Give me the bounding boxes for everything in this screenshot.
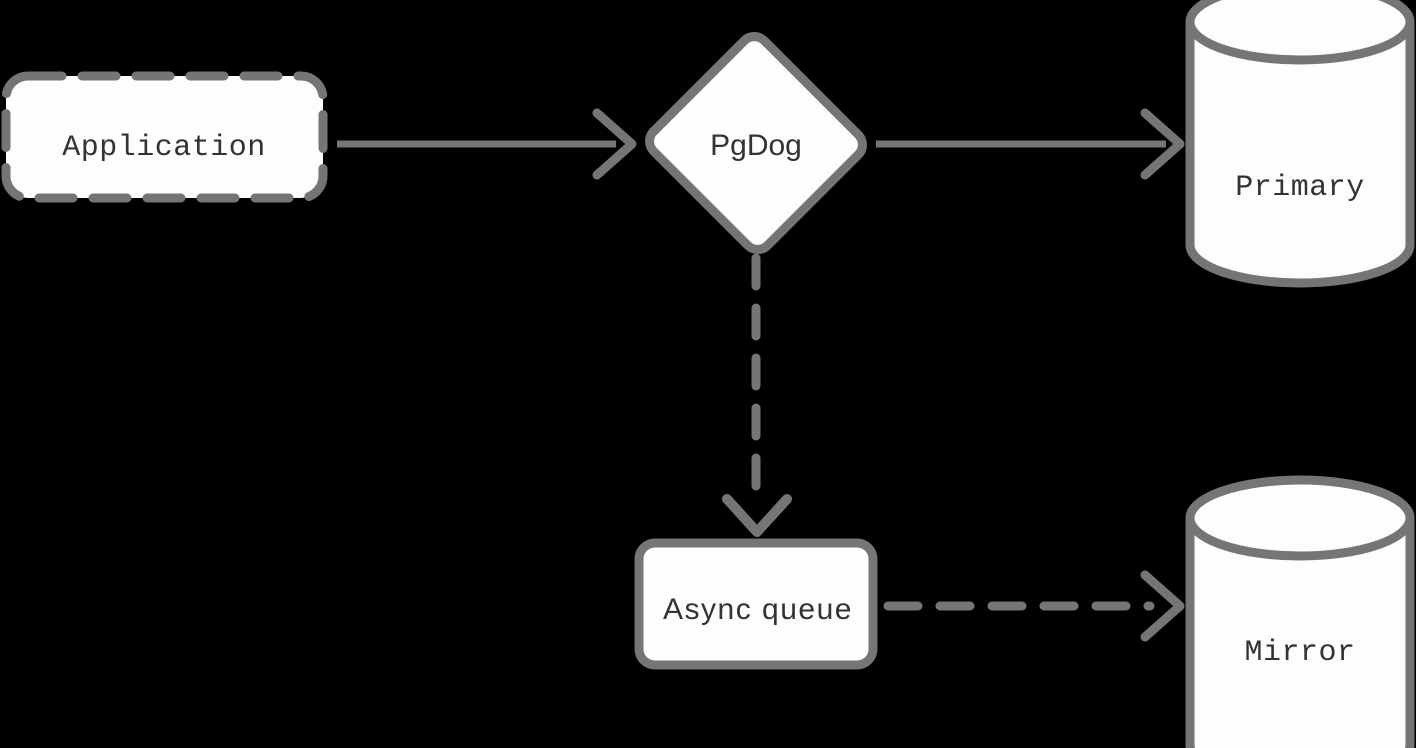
node-pgdog[interactable]: PgDog	[644, 31, 869, 256]
node-mirror-label: Mirror	[1244, 636, 1355, 670]
node-pgdog-label: PgDog	[710, 129, 802, 162]
node-pgdog-shape	[645, 32, 867, 254]
node-application-shape	[1, 71, 328, 203]
arrowhead-chevron-application-to-pgdog	[592, 108, 637, 180]
arrowhead-chevron-async-queue-to-mirror	[1140, 570, 1185, 642]
edge-async-queue-to-mirror	[883, 570, 1185, 642]
arrowhead-chevron-pgdog-to-async-queue	[722, 494, 792, 537]
node-primary-top-ellipse	[1185, 0, 1415, 65]
edge-pgdog-to-primary	[876, 108, 1185, 180]
node-primary[interactable]: Primary	[1185, 0, 1415, 288]
node-async-queue-label: Async queue	[663, 593, 853, 626]
edge-application-to-pgdog	[337, 108, 637, 180]
arrowhead-chevron-pgdog-to-primary	[1140, 108, 1185, 180]
node-mirror-top-ellipse	[1185, 475, 1415, 561]
node-primary-body	[1185, 22, 1415, 288]
edge-pgdog-to-async-queue	[722, 253, 792, 537]
node-application[interactable]: Application	[1, 71, 328, 203]
node-mirror-body	[1185, 518, 1415, 748]
node-application-label: Application	[62, 131, 266, 165]
node-mirror[interactable]: Mirror	[1185, 475, 1415, 748]
node-async-queue-shape	[634, 538, 878, 670]
node-async-queue[interactable]: Async queue	[634, 538, 878, 670]
node-primary-label: Primary	[1235, 171, 1365, 205]
